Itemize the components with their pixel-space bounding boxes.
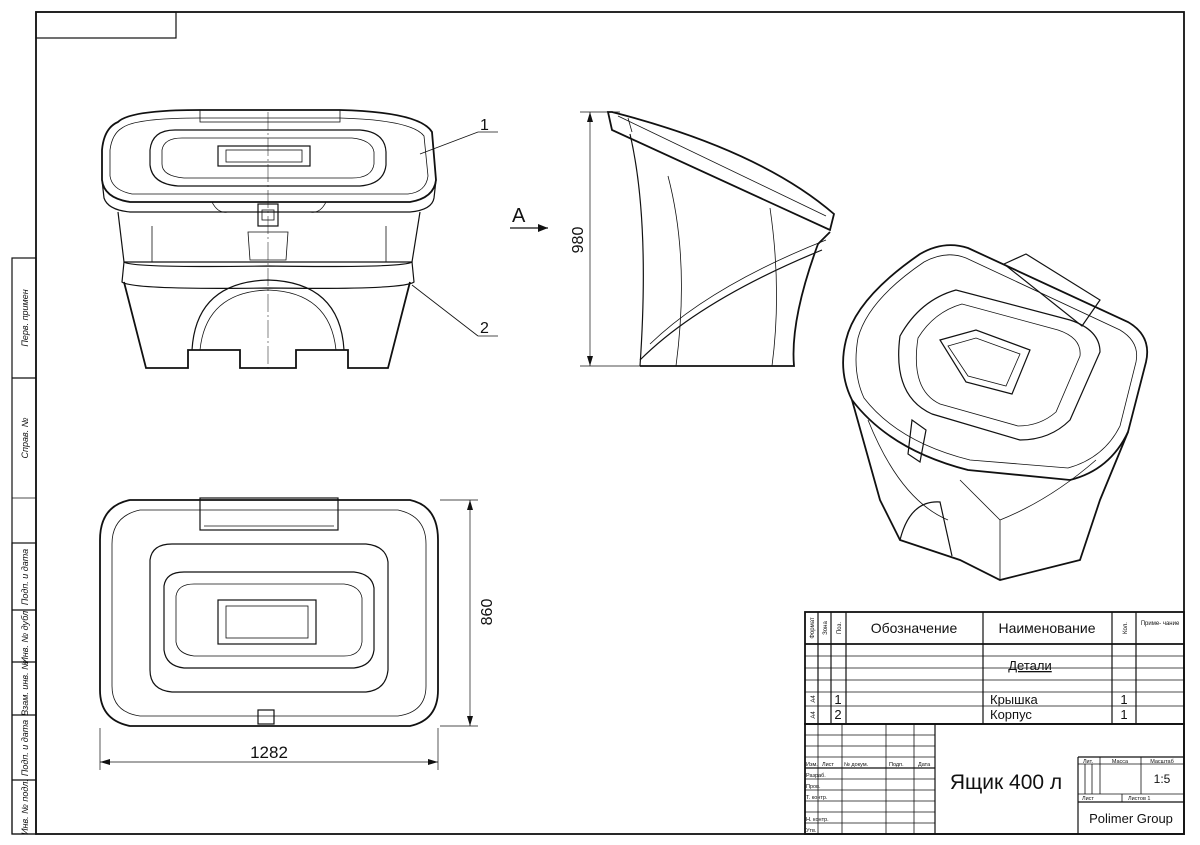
view-arrow-label: A [512,205,526,227]
title-block: Изм. Лист № докум. Подп. Дата Разраб. Пр… [804,723,1185,835]
callout-2: 2 [480,320,489,337]
hdr-qty: Кол. [1123,622,1129,634]
tb-col-sign: Подп. [889,762,904,768]
top-view: 860 1282 [99,497,496,770]
hdr-zone: Зона [823,621,829,635]
tb-sheets: Листов 1 [1128,796,1150,802]
side-stamp-column: Перв. примен Справ. № Подп. и дата Инв. … [11,257,37,835]
tb-sheet: Лист [1082,796,1094,802]
callout-1: 1 [480,117,489,134]
row2-format: А4 [811,711,817,719]
dim-width: 1282 [250,743,288,762]
tb-scale-label: Масштаб [1150,759,1174,765]
stamp-podp-data-1: Подп. и дата [20,549,30,605]
row1-qty: 1 [1120,692,1127,707]
side-view: 980 [570,111,836,367]
tb-row-prov: Пров. [806,784,821,790]
dim-height: 980 [570,227,587,254]
tb-col-list: Лист [822,762,834,768]
row1-pos: 1 [834,692,841,707]
tb-col-date: Дата [918,762,931,768]
stamp-podp-data-2: Подп. и дата [20,720,30,776]
tb-row-utv: Утв. [806,828,817,834]
front-view: 1 2 [101,109,498,372]
hdr-designation: Обозначение [871,620,958,636]
corner-stamp-box [35,11,177,39]
dim-depth: 860 [479,599,496,626]
stamp-sprav-no: Справ. № [20,417,30,458]
tb-row-razrab: Разраб. [806,773,826,779]
row2-pos: 2 [834,707,841,722]
hdr-pos: Поз. [837,622,843,634]
tb-row-nkontr: Н. контр. [806,817,829,823]
tb-scale: 1:5 [1154,772,1171,786]
view-arrow-a: A [510,205,548,232]
row1-name: Крышка [990,692,1039,707]
section-details: Детали [1008,658,1052,673]
row1-format: А4 [811,695,817,703]
hdr-format: Формат [810,617,816,639]
stamp-vzam-inv: Взам. инв. № [20,660,30,716]
tb-col-doc: № докум. [844,762,869,768]
spec-table: Формат Зона Поз. Обозначение Наименовани… [804,611,1185,725]
stamp-inv-podl: Инв. № подл. [20,779,30,835]
stamp-inv-dubl: Инв. № дубл. [20,608,30,663]
hdr-note: Приме- чание [1141,621,1180,627]
tb-company: Polimer Group [1089,811,1173,826]
tb-title: Ящик 400 л [950,771,1062,794]
hdr-name: Наименование [998,620,1095,636]
tb-col-izm: Изм. [806,762,818,768]
isometric-view [842,244,1149,581]
tb-row-tkontr: Т. контр. [806,795,828,801]
tb-mass: Масса [1112,759,1129,765]
tb-lit: Лит. [1083,759,1094,765]
row2-name: Корпус [990,707,1032,722]
stamp-perv-primen: Перв. примен [20,289,30,346]
row2-qty: 1 [1120,707,1127,722]
